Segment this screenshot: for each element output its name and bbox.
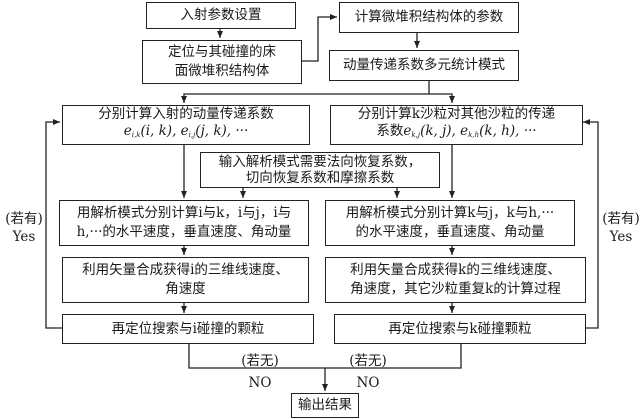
- node-calc-structure-params: 计算微堆积结构体的参数: [339, 2, 519, 33]
- node-text-line2: h,···的水平速度，垂直速度、角动量: [76, 224, 292, 240]
- node-text-line1: 利用矢量合成获得i的三维线速度、: [82, 262, 289, 278]
- node-formula-line: ei,k(i, k), ei,j(j, k), ···: [124, 123, 249, 144]
- node-calc-incident-coeff: 分别计算入射的动量传递系数 ei,k(i, k), ei,j(j, k), ··…: [62, 105, 310, 145]
- arrow-model-to-incident-coeff: [181, 81, 430, 103]
- node-text-line1: 用解析模式分别计算k与j，k与h,···: [345, 205, 555, 221]
- node-vector-k: 利用矢量合成获得k的三维线速度、 角速度，其它沙粒重复k的计算过程: [325, 257, 586, 303]
- label-yes-left: (若有) Yes: [0, 210, 48, 246]
- node-text-line1: 输入解析模式需要法向恢复系数，: [218, 154, 422, 170]
- label-yes-right: (若有) Yes: [598, 210, 641, 246]
- loop-yes-right: [583, 119, 599, 329]
- formula-part: (j, k), ···: [195, 123, 249, 139]
- node-text-line1: 分别计算k沙粒对其他沙粒的传递: [357, 106, 556, 122]
- node-text: 动量传递系数多元统计模式: [343, 57, 505, 73]
- formula-part: e: [123, 123, 132, 139]
- formula-part: e: [460, 123, 469, 139]
- label-yes-left-cn: (若有): [5, 211, 43, 227]
- node-text: 再定位搜索与k碰撞颗粒: [388, 320, 532, 337]
- formula-prefix: 系数: [376, 123, 404, 139]
- formula-part: (k, h), ···: [479, 123, 537, 139]
- node-output: 输出结果: [291, 393, 359, 418]
- formula-subscript: i,j: [188, 131, 196, 139]
- node-analytic-k: 用解析模式分别计算k与j，k与h,··· 的水平速度，垂直速度、角动量: [325, 200, 575, 246]
- formula-subscript: k,h: [468, 131, 480, 139]
- formula-subscript: i,k: [131, 131, 141, 139]
- label-yes-left-en: Yes: [12, 229, 36, 245]
- node-calc-k-coeff: 分别计算k沙粒对其他沙粒的传递 系数ek,j(k, j), ek,h(k, h)…: [330, 105, 583, 145]
- formula-subscript: k,j: [411, 131, 421, 139]
- loop-yes-left: [45, 119, 62, 329]
- node-text: 输出结果: [298, 397, 352, 413]
- node-text-line2: 切向恢复系数和摩擦系数: [245, 170, 395, 186]
- node-multivariate-model: 动量传递系数多元统计模式: [329, 50, 519, 81]
- label-no-left: (若无) NO: [225, 350, 295, 394]
- node-text-line1: 定位与其碰撞的床: [168, 44, 276, 60]
- formula-part: (i, k),: [140, 123, 181, 139]
- node-input-coefficients: 输入解析模式需要法向恢复系数， 切向恢复系数和摩擦系数: [200, 152, 440, 188]
- node-incident-params: 入射参数设置: [146, 2, 296, 29]
- arrow-locate-to-structure: [302, 14, 337, 62]
- node-text: 入射参数设置: [180, 7, 262, 23]
- node-text-line2: 面微堆积结构体: [174, 63, 270, 79]
- node-text-line2: 角速度，其它沙粒重复k的计算过程: [350, 281, 561, 297]
- formula-part: (k, j),: [420, 123, 461, 139]
- label-no-right-cn: (若无): [349, 353, 387, 369]
- node-relocate-k: 再定位搜索与k碰撞颗粒: [334, 314, 586, 344]
- label-no-right-en: NO: [356, 375, 380, 391]
- label-no-left-en: NO: [248, 375, 272, 391]
- node-relocate-i: 再定位搜索与i碰撞的颗粒: [62, 314, 314, 344]
- node-text: 计算微堆积结构体的参数: [354, 9, 504, 25]
- node-text-line1: 用解析模式分别计算i与k，i与j，i与: [76, 205, 292, 221]
- label-no-right: (若无) NO: [333, 350, 403, 394]
- node-locate-bed-structure: 定位与其碰撞的床 面微堆积结构体: [142, 40, 302, 84]
- label-yes-right-en: Yes: [609, 229, 633, 245]
- node-text-line2: 的水平速度，垂直速度、角动量: [355, 224, 545, 240]
- formula-part: e: [403, 123, 412, 139]
- node-text-line1: 分别计算入射的动量传递系数: [98, 106, 274, 122]
- formula-part: e: [180, 123, 189, 139]
- node-analytic-i: 用解析模式分别计算i与k，i与j，i与 h,···的水平速度，垂直速度、角动量: [59, 200, 309, 246]
- node-formula-line: 系数ek,j(k, j), ek,h(k, h), ···: [376, 123, 536, 144]
- label-no-left-cn: (若无): [241, 353, 279, 369]
- arrow-model-to-k-coeff: [429, 93, 455, 103]
- label-yes-right-cn: (若有): [602, 211, 640, 227]
- node-text-line2: 角速度: [165, 281, 206, 297]
- node-text: 再定位搜索与i碰撞的颗粒: [111, 320, 265, 337]
- node-text-line1: 利用矢量合成获得k的三维线速度、: [350, 262, 561, 278]
- node-vector-i: 利用矢量合成获得i的三维线速度、 角速度: [62, 257, 309, 303]
